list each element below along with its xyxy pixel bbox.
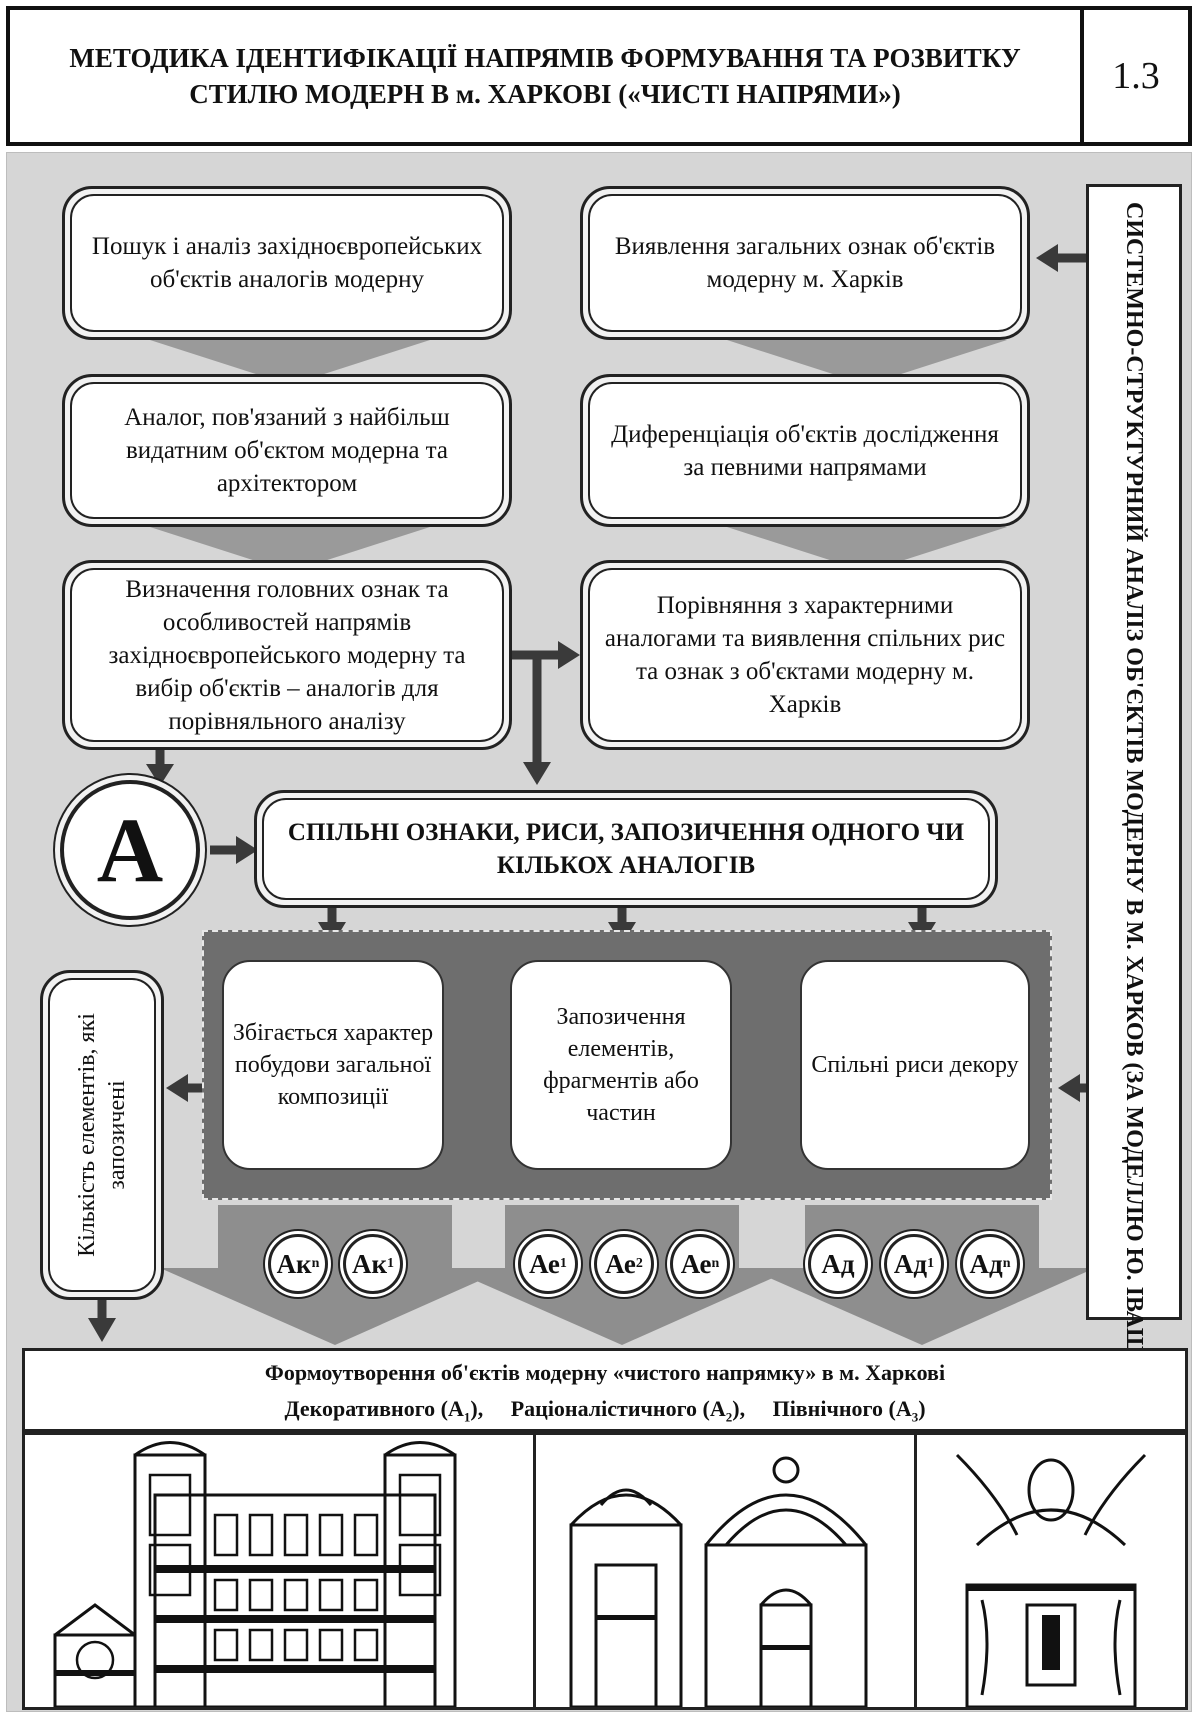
down-triangle: [150, 340, 430, 385]
borrowed-elements-count-box: Кількість елементів, які запозичені: [40, 970, 164, 1300]
bottom-title-box: Формоутворення об'єктів модерну «чистого…: [22, 1348, 1188, 1432]
code-badge: Ад: [808, 1234, 868, 1294]
down-triangle: [150, 527, 430, 572]
big-down-arrow: [160, 1205, 508, 1345]
arrow-left: [166, 1074, 188, 1102]
arrow-left: [1058, 1074, 1080, 1102]
right-step-3: Порівняння з характерними аналогами та в…: [580, 560, 1030, 750]
bottom-title-line2: Декоративного (А1), Раціоналістичного (А…: [284, 1396, 926, 1425]
arrow-down: [88, 1318, 116, 1342]
header-divider: [1080, 10, 1084, 142]
right-step-2: Диференціація об'єктів дослідження за пе…: [580, 374, 1030, 527]
arrow-down: [146, 764, 174, 786]
ornament-drawings-northern: [914, 1432, 1188, 1710]
figure-number: 1.3: [1112, 55, 1160, 97]
down-triangle: [727, 527, 1007, 572]
left-step-1: Пошук і аналіз західноєвропейських об'єк…: [62, 186, 512, 340]
page-title: МЕТОДИКА ІДЕНТИФІКАЦІЇ НАПРЯМІВ ФОРМУВАН…: [69, 43, 1021, 109]
arrow-left: [1036, 244, 1058, 272]
facade-drawing-decorative: [22, 1432, 536, 1710]
bottom-title-line1: Формоутворення об'єктів модерну «чистого…: [264, 1360, 946, 1385]
portal-drawings-rationalist: [533, 1432, 917, 1710]
left-step-3: Визначення головних ознак та особливосте…: [62, 560, 512, 750]
header: МЕТОДИКА ІДЕНТИФІКАЦІЇ НАПРЯМІВ ФОРМУВАН…: [6, 6, 1192, 146]
arrow-right: [236, 836, 258, 864]
left-step-2: Аналог, пов'язаний з найбільш видатним о…: [62, 374, 512, 527]
criterion-borrowing: Запозичення елементів, фрагментів або ча…: [510, 960, 732, 1170]
criterion-composition: Збігається характер побудови загальної к…: [222, 960, 444, 1170]
side-analysis-panel: СИСТЕМНО-СТРУКТУРНИЙ АНАЛІЗ ОБ'ЄКТІВ МОД…: [1086, 184, 1182, 1398]
right-step-1: Виявлення загальних ознак об'єктів модер…: [580, 186, 1030, 340]
criterion-decor: Спільні риси декору: [800, 960, 1030, 1170]
common-features-box: СПІЛЬНІ ОЗНАКИ, РИСИ, ЗАПОЗИЧЕННЯ ОДНОГО…: [254, 790, 998, 908]
circle-a: А: [60, 780, 200, 920]
down-triangle: [727, 340, 1007, 385]
arrow-right: [558, 641, 580, 669]
arrow-down: [523, 762, 551, 785]
